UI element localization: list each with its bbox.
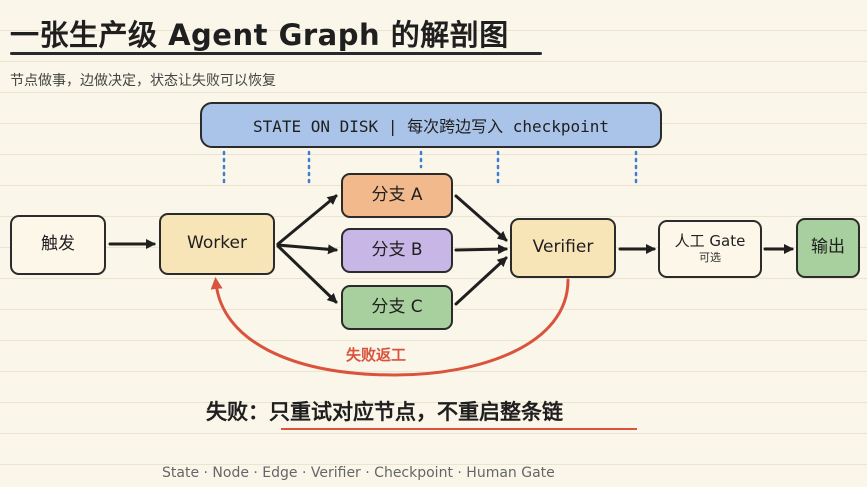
trigger-label: 触发 [41, 234, 75, 255]
output-node: 输出 [796, 218, 860, 278]
arrow-worker-branch-a [276, 194, 338, 246]
gate-optional-label: 可选 [699, 251, 721, 265]
verifier-node: Verifier [510, 218, 616, 278]
retry-note-underline [281, 428, 637, 430]
branch-b-node: 分支 B [341, 228, 453, 273]
retry-note: 失败：只重试对应节点，不重启整条链 [206, 400, 563, 424]
arrow-branch-b-verifier [454, 244, 508, 255]
page-title: 一张生产级 Agent Graph 的解剖图 [10, 18, 509, 52]
footer-keywords: State · Node · Edge · Verifier · Checkpo… [162, 465, 555, 481]
branch-c-node: 分支 C [341, 285, 453, 330]
state-banner: STATE ON DISK | 每次跨边写入 checkpoint [200, 102, 662, 148]
arrow-branch-c-in [276, 244, 338, 304]
trigger-node: 触发 [10, 215, 106, 275]
arrow-branch-a-verifier [454, 194, 508, 242]
gate-label: 人工 Gate [674, 232, 746, 251]
branch-c-label: 分支 C [371, 296, 423, 317]
subtitle: 节点做事，边做决定，状态让失败可以恢复 [10, 73, 276, 89]
fail-rework-arrow [210, 277, 570, 377]
title-underline [10, 52, 542, 55]
worker-label: Worker [187, 233, 247, 254]
branch-a-node: 分支 A [341, 173, 453, 218]
arrow-branch-c-verifier [454, 256, 508, 306]
worker-node: Worker [159, 213, 275, 275]
fail-rework-label: 失败返工 [346, 346, 407, 364]
branch-a-label: 分支 A [371, 184, 423, 205]
branch-b-label: 分支 B [371, 239, 423, 260]
output-label: 输出 [811, 237, 845, 258]
verifier-label: Verifier [532, 237, 594, 258]
arrow-worker-branch-b [276, 243, 338, 255]
human-gate-node: 人工 Gate 可选 [658, 220, 762, 278]
